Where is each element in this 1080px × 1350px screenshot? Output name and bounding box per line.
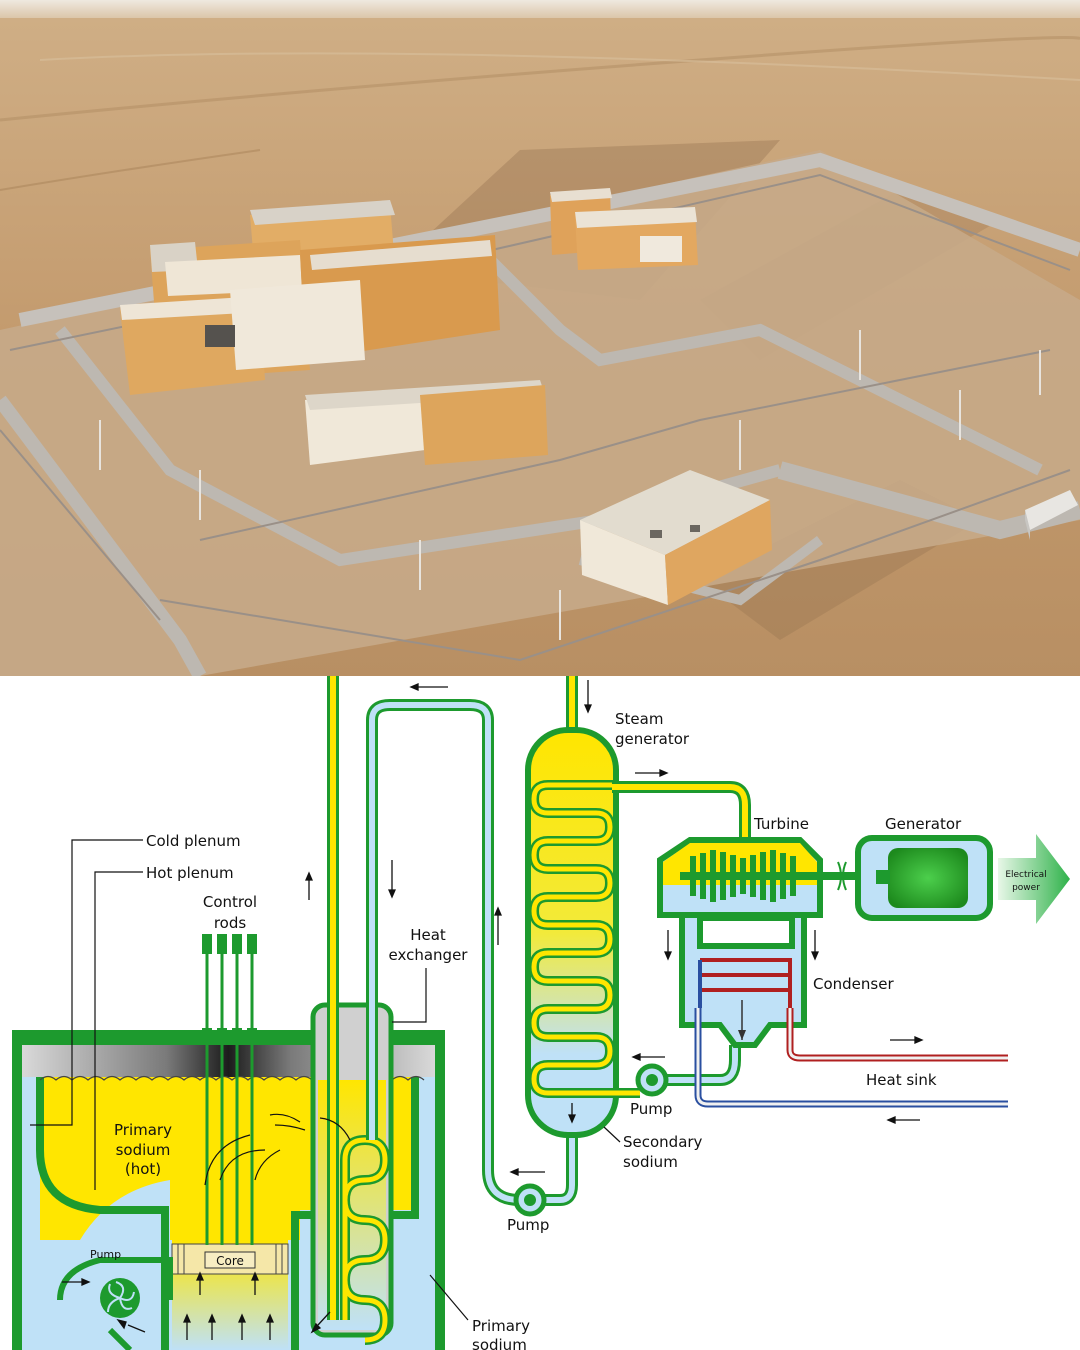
primary-sodium-label-2: sodium xyxy=(472,1336,527,1350)
secondary-pump-label: Pump xyxy=(507,1216,549,1234)
control-rods-label-1: Control xyxy=(203,893,257,911)
primary-pump-label: Pump xyxy=(90,1248,121,1261)
leader-lines xyxy=(30,839,621,1321)
hot-plenum-label: Hot plenum xyxy=(146,864,234,882)
steam-pump-label: Pump xyxy=(630,1100,672,1118)
generator xyxy=(855,835,993,921)
reactor-diagram: Core xyxy=(0,676,1080,1350)
sky xyxy=(0,0,1080,20)
electrical-power-arrow: Electrical power xyxy=(998,834,1070,924)
turbine-label: Turbine xyxy=(753,815,809,833)
steam-line xyxy=(612,781,751,1097)
lower-building xyxy=(580,470,772,605)
reactor-core: Core xyxy=(171,1240,289,1350)
turbine xyxy=(657,837,860,918)
electrical-power-label-2: power xyxy=(1012,883,1040,893)
secondary-sodium-label-1: Secondary xyxy=(623,1133,703,1151)
auxiliary-building xyxy=(305,380,548,465)
aerial-photo-drawing xyxy=(0,0,1080,676)
primary-sodium-label-1: Primary xyxy=(472,1317,530,1335)
generator-label: Generator xyxy=(885,815,962,833)
hot-flow-arrows xyxy=(204,1113,351,1186)
intermediate-heat-exchanger xyxy=(310,1002,394,1345)
diagram-labels: Cold plenum Hot plenum Control rods Heat… xyxy=(114,710,962,1350)
steam-building xyxy=(550,188,698,270)
control-rods-label-2: rods xyxy=(214,914,247,932)
primary-pump xyxy=(57,1257,173,1350)
secondary-sodium-label-2: sodium xyxy=(623,1153,678,1171)
steam-generator xyxy=(525,727,640,1138)
heat-exchanger-label-1: Heat xyxy=(410,926,446,944)
steam-generator-label-1: Steam xyxy=(615,710,663,728)
condenser-label: Condenser xyxy=(813,975,894,993)
primary-hot-label-3: (hot) xyxy=(125,1160,161,1178)
steam-generator-label-2: generator xyxy=(615,730,690,748)
sodium-fast-reactor-schematic: Core xyxy=(12,676,1070,1350)
main-reactor-building xyxy=(120,200,500,395)
electrical-power-label-1: Electrical xyxy=(1005,870,1046,880)
heat-exchanger-label-2: exchanger xyxy=(389,946,469,964)
condenser xyxy=(679,915,807,1048)
control-rods xyxy=(202,934,257,1245)
heat-sink-pipes xyxy=(694,1008,1008,1108)
secondary-loop xyxy=(327,676,578,1320)
aerial-photo xyxy=(0,0,1080,676)
primary-hot-label-2: sodium xyxy=(116,1141,171,1159)
cold-plenum-label: Cold plenum xyxy=(146,832,241,850)
primary-hot-label-1: Primary xyxy=(114,1121,172,1139)
flow-arrows xyxy=(62,680,924,1340)
core-label: Core xyxy=(216,1254,244,1268)
small-shed xyxy=(1025,490,1078,530)
heat-sink-label: Heat sink xyxy=(866,1071,937,1089)
